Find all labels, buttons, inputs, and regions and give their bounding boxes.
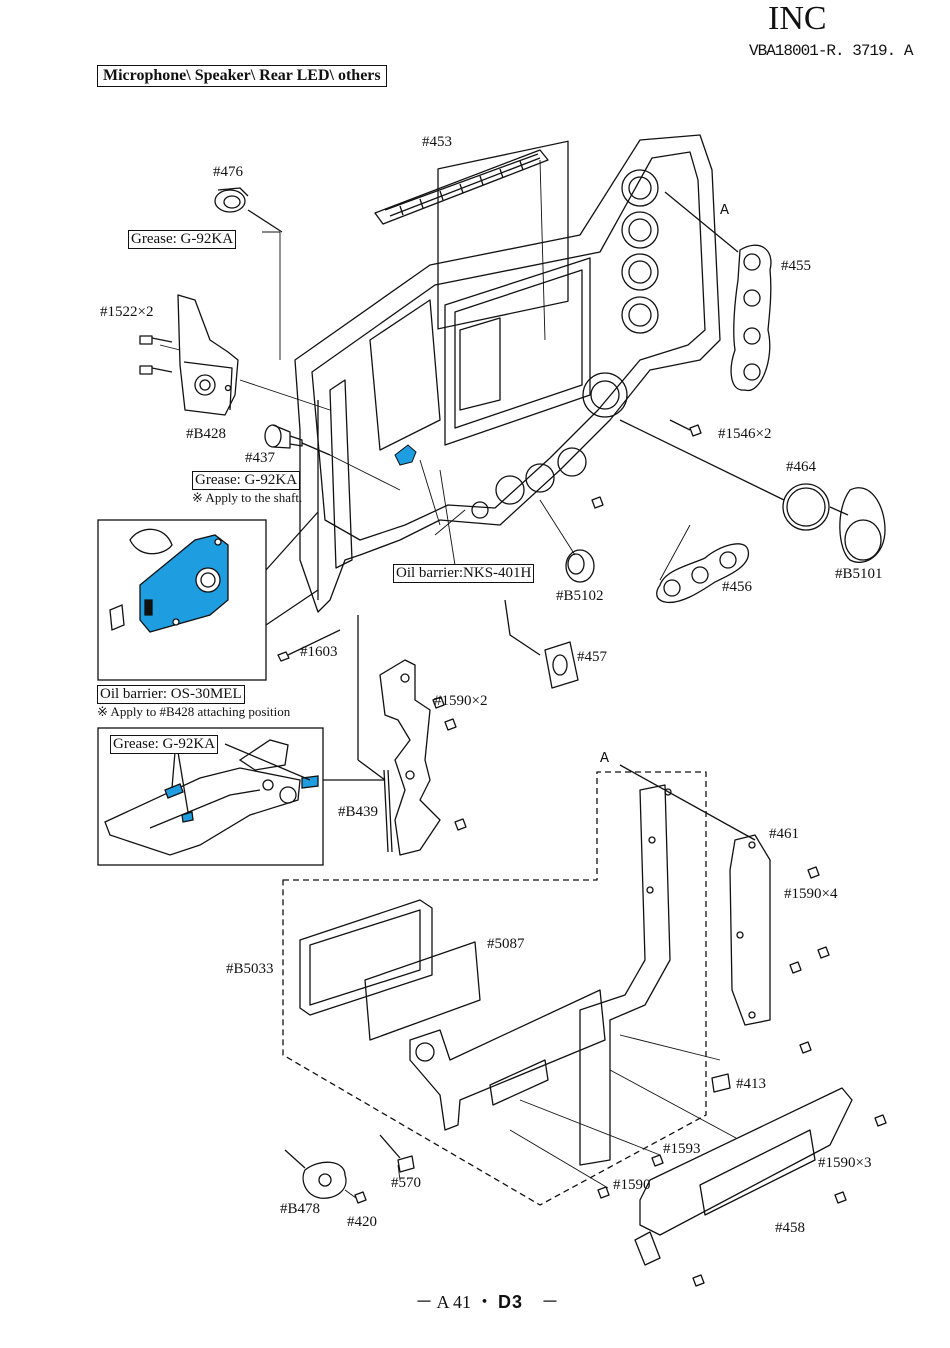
callout-B5101: #B5101 — [835, 566, 883, 582]
callout-437: #437 — [245, 450, 275, 466]
part-453-grille — [374, 149, 549, 225]
rear-cover-frame — [294, 134, 721, 613]
inset-oil-barrier-detail — [97, 511, 319, 681]
part-461 — [619, 764, 771, 1026]
part-B5033-holder — [299, 899, 433, 1016]
callout-570: #570 — [391, 1175, 421, 1191]
part-437-shaft — [264, 424, 331, 456]
callout-B439: #B439 — [338, 804, 379, 820]
footer-dash-left: － — [415, 1292, 433, 1312]
part-B478 — [284, 1149, 347, 1199]
callout-B5102: #B5102 — [556, 588, 604, 604]
callout-456: #456 — [722, 579, 752, 595]
part-B5102 — [565, 549, 595, 583]
document-number: VBA18001-R. 3719. A — [749, 42, 913, 60]
part-570 — [379, 1134, 415, 1173]
part-413 — [711, 1073, 731, 1093]
section-title: Microphone\ Speaker\ Rear LED\ others — [97, 65, 387, 87]
assembly-dashed-outline — [282, 771, 707, 1206]
callout-1590x3: #1590×3 — [818, 1155, 872, 1171]
grease-label-inset: Grease: G-92KA — [110, 735, 219, 754]
screws-1522 — [139, 335, 173, 375]
callout-464: #464 — [786, 459, 816, 475]
reference-a-top: A — [720, 202, 730, 219]
callout-1590x4: #1590×4 — [784, 886, 838, 902]
callout-1590: #1590 — [613, 1177, 651, 1193]
part-5087 — [364, 941, 481, 1041]
screws-1590x2 — [432, 696, 467, 831]
callout-5087: #5087 — [487, 936, 525, 952]
part-1603 — [277, 629, 341, 662]
part-464-ring — [619, 419, 830, 531]
page-footer: － A 41 ・ D3 － — [415, 1288, 559, 1314]
callout-476: #476 — [213, 164, 243, 180]
grease-label-476: Grease: G-92KA — [128, 230, 237, 249]
screws-1546 — [591, 419, 702, 509]
footer-dash-right: － — [541, 1292, 560, 1312]
part-B428-bracket — [177, 294, 239, 416]
reference-a-bottom: A — [600, 750, 610, 767]
part-B5101-speaker — [829, 487, 886, 563]
screws-1590x3 — [597, 1114, 887, 1287]
callout-1522: #1522×2 — [100, 304, 154, 320]
callout-458: #458 — [775, 1220, 805, 1236]
oil-barrier-highlight — [394, 444, 417, 466]
footer-model-logo: D3 — [498, 1292, 524, 1312]
part-458-plate — [634, 1087, 853, 1266]
part-457 — [504, 599, 579, 689]
flex-board — [579, 784, 672, 1166]
b428-note: ※ Apply to #B428 attaching position — [97, 704, 291, 719]
footer-page-number: A 41 — [436, 1292, 472, 1312]
oil-barrier-nks-label: Oil barrier:NKS-401H — [393, 564, 535, 583]
callout-420: #420 — [347, 1214, 377, 1230]
part-B439-bracket — [357, 615, 441, 856]
callout-1546: #1546×2 — [718, 426, 772, 442]
callout-461: #461 — [769, 826, 799, 842]
part-456 — [656, 543, 749, 604]
brand-name: INC — [768, 0, 827, 37]
callout-457: #457 — [577, 649, 607, 665]
callout-B428: #B428 — [186, 426, 227, 442]
footer-dot: ・ — [475, 1292, 494, 1312]
callout-B5033: #B5033 — [226, 961, 274, 977]
led-board — [409, 989, 606, 1131]
leader-lines — [159, 159, 737, 1199]
screws-1590x4 — [789, 866, 830, 1054]
callout-1603: #1603 — [300, 644, 338, 660]
grease-label-437: Grease: G-92KA — [192, 471, 301, 490]
oil-barrier-os-label: Oil barrier: OS-30MEL — [97, 685, 245, 704]
callout-453: #453 — [422, 134, 452, 150]
part-476-microphone — [214, 187, 283, 233]
callout-413: #413 — [736, 1076, 766, 1092]
callout-1590x2: #1590×2 — [434, 693, 488, 709]
callout-B478: #B478 — [280, 1201, 321, 1217]
shaft-note: ※ Apply to the shaft. — [192, 490, 303, 505]
callout-1593: #1593 — [663, 1141, 701, 1157]
part-455-button-rubber — [664, 191, 772, 391]
part-420-screw — [354, 1191, 367, 1204]
callout-455: #455 — [781, 258, 811, 274]
